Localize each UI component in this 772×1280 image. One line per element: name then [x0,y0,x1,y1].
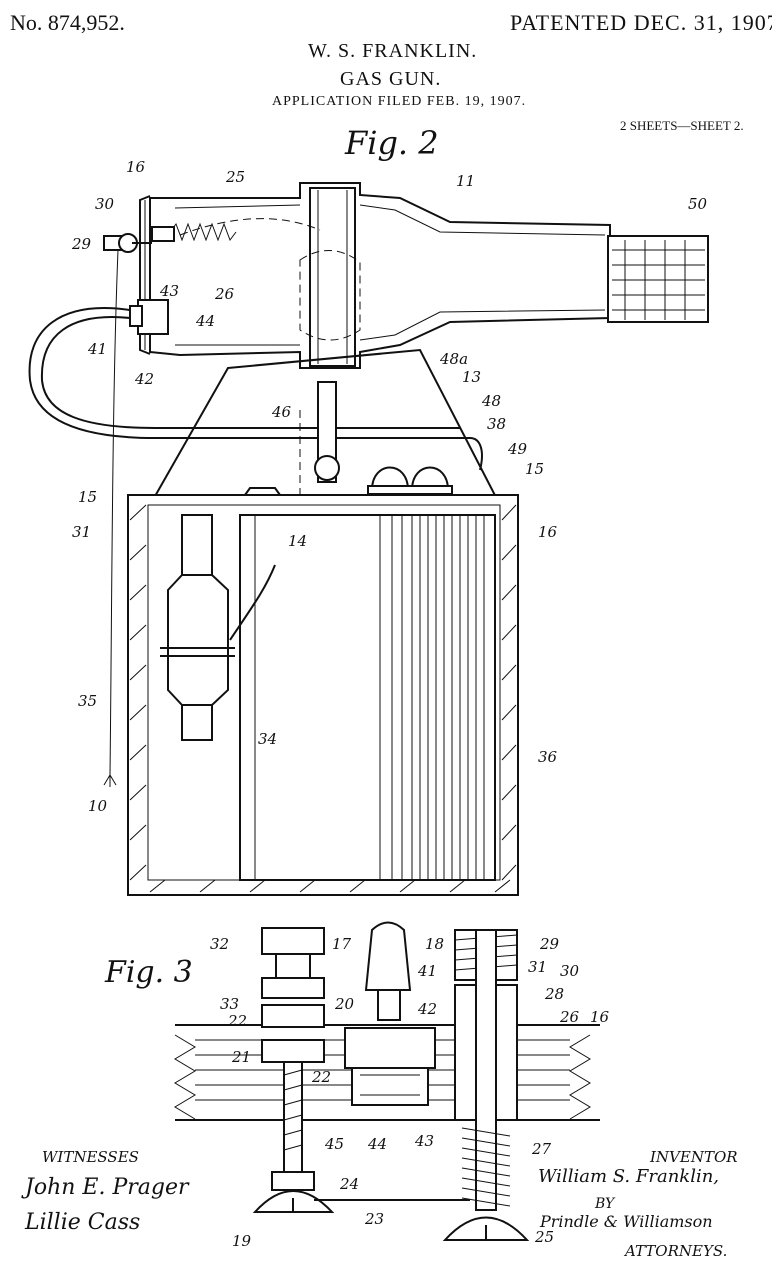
ref-label: 33 [220,995,240,1013]
mixing-chamber [148,348,502,506]
ref-label: 34 [258,730,278,748]
ref-label: 14 [288,532,308,550]
fig3-label: Fig. 3 [105,955,193,990]
ref-label: 36 [538,748,558,766]
witnesses-label: WITNESSES [42,1148,139,1166]
ref-label: 15 [78,488,98,506]
binding-post [252,927,335,1213]
ref-label: 29 [72,235,92,253]
patent-title: GAS GUN. [340,68,442,90]
ref-label: 43 [160,282,180,300]
inventor-signature: William S. Franklin, [538,1166,720,1187]
ref-label: 41 [418,962,438,980]
gas-cylinder [239,514,496,881]
ref-label: 16 [538,523,558,541]
attorneys-label: ATTORNEYS. [625,1242,728,1260]
ref-label: 25 [226,168,246,186]
ref-label: 42 [135,370,155,388]
ref-label: 31 [72,523,92,541]
pull-cord [109,249,119,776]
ref-label: 13 [462,368,482,386]
patent-number: No. 874,952. [10,10,125,35]
ref-label: 10 [88,797,108,815]
ref-label: 26 [560,1008,580,1026]
sheet-indicator: 2 SHEETS—SHEET 2. [620,118,744,133]
ref-label: 31 [528,958,548,976]
ref-label: 30 [95,195,115,213]
trigger-knob [103,233,152,253]
ref-label: 50 [688,195,708,213]
ref-label: 43 [415,1132,435,1150]
ref-label: 44 [368,1135,388,1153]
inventor-name-header: W. S. FRANKLIN. [308,40,478,62]
fig2-label: Fig. 2 [345,124,439,162]
ref-label: 38 [487,415,507,433]
ref-label: 44 [196,312,216,330]
attorneys-signature: Prindle & Williamson [540,1212,713,1231]
ref-label: 20 [335,995,355,1013]
ref-label: 16 [126,158,146,176]
ref-label: 32 [210,935,230,953]
ref-label: 16 [590,1008,610,1026]
ref-label: 18 [425,935,445,953]
ref-label: 22 [228,1012,248,1030]
ref-label: 23 [365,1210,385,1228]
ref-label: 30 [560,962,580,980]
ref-label: 28 [545,985,565,1003]
ref-label: 27 [532,1140,552,1158]
ref-label: 15 [525,460,545,478]
ref-label: 35 [78,692,98,710]
ref-label: 11 [456,172,476,190]
ref-label: 29 [540,935,560,953]
spark-plug-housing [129,299,169,335]
ref-label: 17 [332,935,352,953]
application-filed: APPLICATION FILED FEB. 19, 1907. [272,94,527,109]
electrode [344,921,436,1106]
ref-label: 46 [272,403,292,421]
ref-label: 45 [325,1135,345,1153]
gas-supply-pipe [28,307,483,471]
ref-label: 48a [440,350,469,368]
ref-label: 48 [482,392,502,410]
spring-screw [442,929,530,1241]
witness-signature-1: John E. Prager [25,1175,189,1200]
ref-label: 25 [535,1228,555,1246]
ref-label: 42 [418,1000,438,1018]
gun-barrel [139,182,709,369]
patented-date: PATENTED DEC. 31, 1907. [510,10,772,35]
ref-label: 49 [508,440,528,458]
ref-label: 19 [232,1232,252,1250]
by-label: BY [595,1196,615,1212]
ref-label: 41 [88,340,108,358]
inventor-label: INVENTOR [650,1148,738,1166]
ref-label: 24 [340,1175,360,1193]
witness-signature-2: Lillie Cass [25,1210,141,1235]
nozzle-mesh [612,240,705,320]
ignition-coil [160,514,276,741]
ref-label: 26 [215,285,235,303]
ref-label: 22 [312,1068,332,1086]
ref-label: 21 [232,1048,252,1066]
